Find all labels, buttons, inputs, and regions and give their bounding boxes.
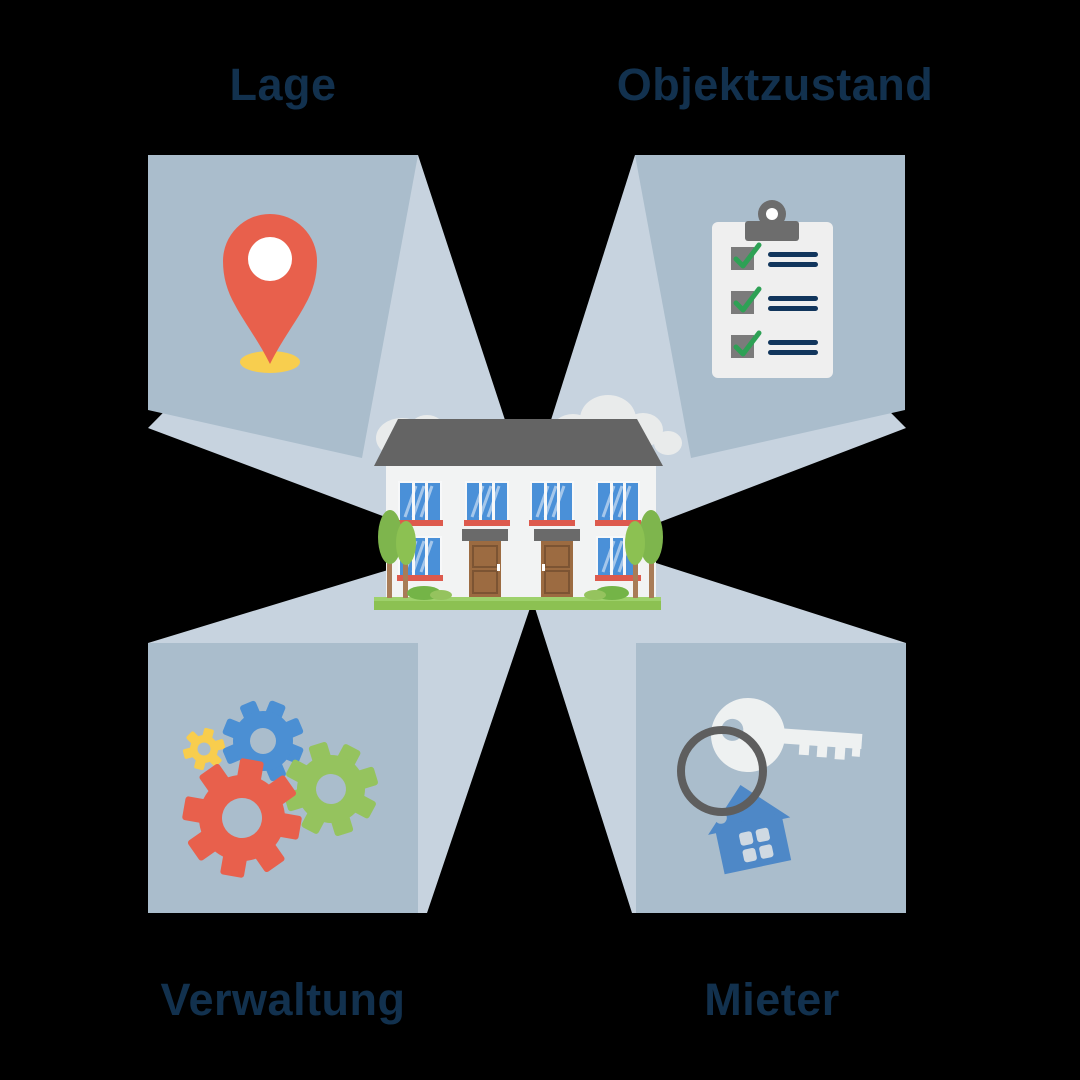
checklist-rows [731,242,818,358]
beam-bottom-left [148,545,530,913]
tree-icon-left [378,510,416,598]
quadrant-panels [148,155,906,913]
gears-icon [182,700,378,878]
grass-strip [374,597,661,610]
gear-green [284,742,378,836]
gear-blue [222,700,304,782]
tree-icon-right [625,510,663,598]
key-house-keychain-icon [677,698,863,875]
pin-hole [248,237,292,281]
panel-bottom-right [636,643,906,913]
beam-bottom-right [535,545,906,913]
gear-red [182,758,302,878]
house-keychain-charm [708,785,792,875]
label-mieter: Mieter [704,974,840,1025]
label-lage: Lage [229,59,337,110]
pin-body [223,213,318,364]
house-roof [374,419,663,466]
keyring-icon [677,726,767,816]
checklist-clipboard-icon [712,200,833,378]
house-door-left [469,541,501,598]
clip-ring-hole [766,208,778,220]
house-door-right [541,541,573,598]
location-pin-icon [223,213,318,373]
label-objektzustand: Objektzustand [616,59,934,110]
label-verwaltung: Verwaltung [160,974,406,1025]
gear-yellow [182,727,226,771]
clip-bar [745,221,799,241]
house-illustration [374,395,682,610]
door-canopies [462,529,580,541]
bush-icons [407,586,629,600]
